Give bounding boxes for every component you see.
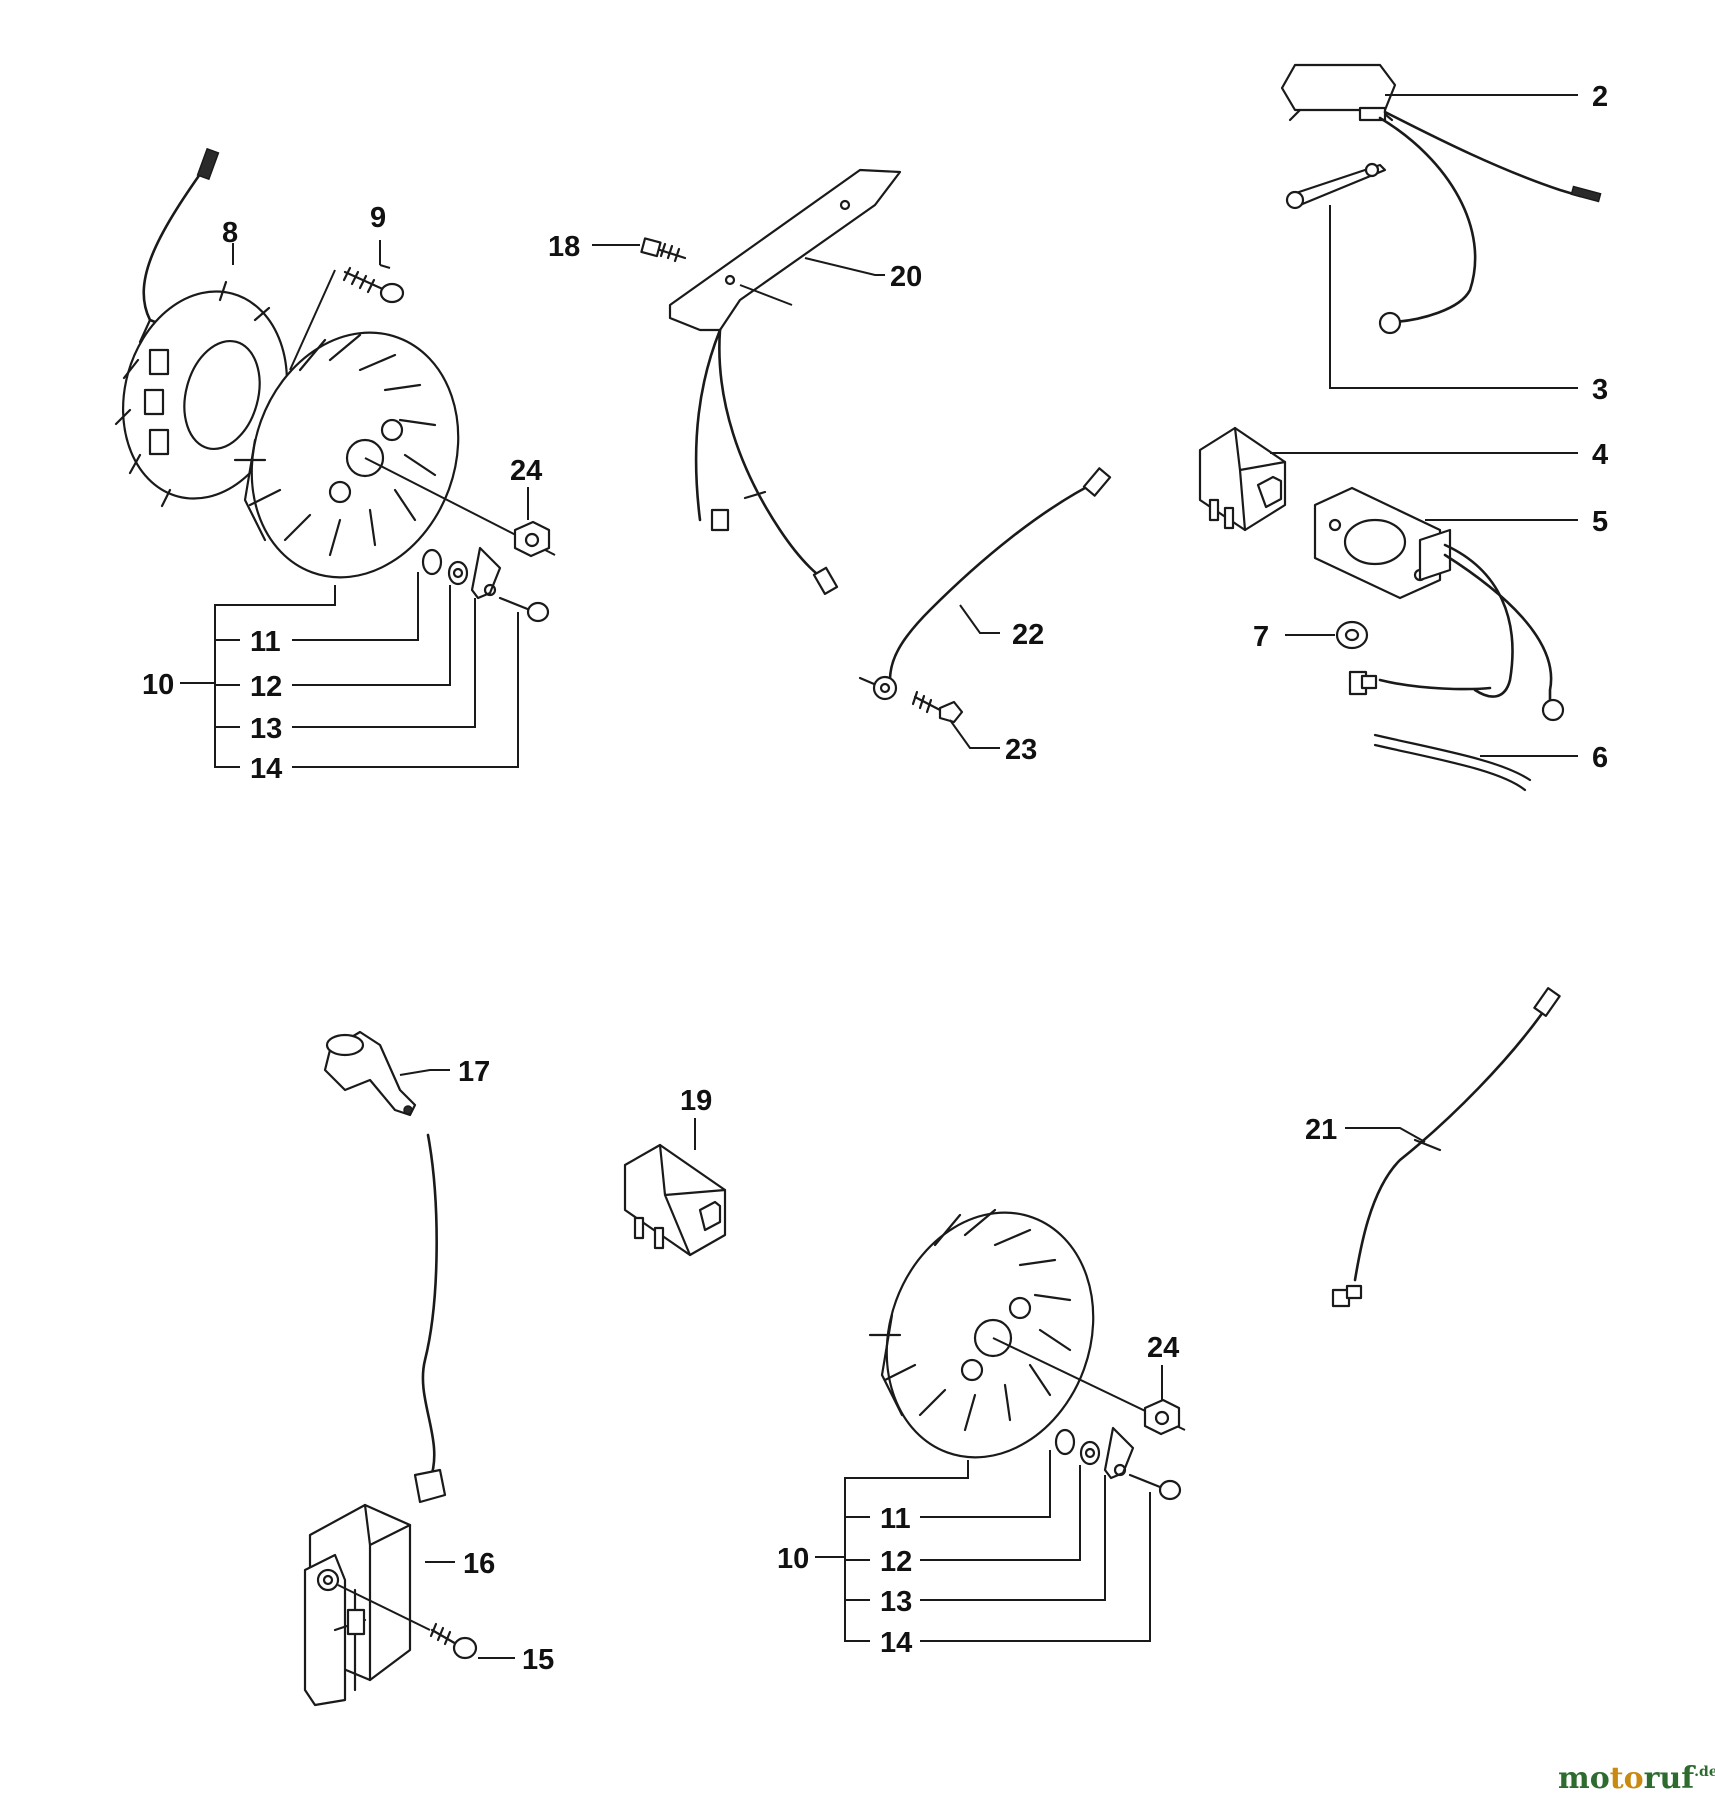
- label-part-2: 2: [1592, 81, 1608, 113]
- tube-part-6: [1373, 733, 1532, 792]
- label-part-23: 23: [1005, 734, 1037, 766]
- leaders-part-18-20: [592, 244, 885, 306]
- label-part-9: 9: [370, 202, 386, 234]
- label-part-8: 8: [222, 217, 238, 249]
- label-part-14-top: 14: [250, 753, 282, 785]
- label-part-20: 20: [890, 261, 922, 293]
- label-part-7: 7: [1253, 621, 1269, 653]
- label-part-17: 17: [458, 1056, 490, 1088]
- leaders-parts-2-3: [1329, 94, 1578, 389]
- label-part-5: 5: [1592, 506, 1608, 538]
- cable-part-22: [858, 467, 1112, 701]
- label-part-18: 18: [548, 231, 580, 263]
- label-part-22: 22: [1012, 619, 1044, 651]
- label-part-24-top: 24: [510, 455, 542, 487]
- label-part-14-bottom: 14: [880, 1627, 912, 1659]
- watermark-to: to: [1610, 1761, 1644, 1796]
- label-part-12-top: 12: [250, 671, 282, 703]
- screw-part-23: [911, 690, 964, 724]
- leaders-part-17: [399, 1069, 450, 1076]
- module-part-2: [1280, 63, 1602, 335]
- flywheel-part-10-top: [233, 331, 556, 579]
- screw-part-18: [640, 237, 687, 263]
- grommet-part-7: [1335, 620, 1369, 650]
- cable-part-21: [1331, 987, 1561, 1308]
- bracket-part-3: [1285, 162, 1387, 210]
- label-part-6: 6: [1592, 742, 1608, 774]
- watermark-logo: motoruf.de: [1558, 1761, 1715, 1796]
- label-part-16: 16: [463, 1548, 495, 1580]
- nut-part-24-top: [513, 520, 551, 558]
- watermark-tld: .de: [1694, 1764, 1715, 1780]
- label-part-19: 19: [680, 1085, 712, 1117]
- switch-part-19: [623, 1143, 727, 1257]
- leaders-part-21: [1345, 1127, 1426, 1143]
- label-part-24-bottom: 24: [1147, 1332, 1179, 1364]
- label-part-13-bottom: 13: [880, 1586, 912, 1618]
- watermark-mo: mo: [1558, 1761, 1610, 1796]
- label-part-11-bottom: 11: [880, 1503, 911, 1535]
- screw-part-15: [337, 1584, 478, 1660]
- stator-ring-part-8: [114, 147, 289, 508]
- label-part-11-top: 11: [250, 626, 281, 658]
- label-part-10-bottom: 10: [777, 1543, 809, 1575]
- spark-plug-cap-part-17: [323, 1030, 417, 1117]
- hardware-parts-11-14-bottom: [1054, 1426, 1182, 1501]
- switch-part-4: [1198, 426, 1287, 532]
- bracket-part-20: [668, 168, 902, 595]
- leaders-top-left: [180, 240, 529, 768]
- sensor-part-5: [1313, 486, 1565, 722]
- label-part-4: 4: [1592, 439, 1608, 471]
- label-part-3: 3: [1592, 374, 1608, 406]
- flywheel-part-10-bottom: [868, 1208, 1186, 1459]
- label-part-21: 21: [1305, 1114, 1337, 1146]
- watermark-ruf: ruf: [1644, 1761, 1697, 1796]
- svg-text:motoruf.de: motoruf.de: [1558, 1761, 1715, 1796]
- nut-part-24-bottom: [1143, 1398, 1181, 1436]
- part-labels: 2 3 4 5 6 7 8 9 10 11 12 13 14 18 20 22 …: [142, 81, 1608, 1676]
- label-part-10-top: 10: [142, 669, 174, 701]
- leaders-part-22-23: [949, 604, 1000, 749]
- label-part-15: 15: [522, 1644, 554, 1676]
- ignition-coil-part-16: [303, 1133, 447, 1707]
- label-part-12-bottom: 12: [880, 1546, 912, 1578]
- hardware-parts-11-14-top: [421, 546, 550, 623]
- screw-part-9: [342, 266, 405, 304]
- leaders-bottom: [815, 1365, 1163, 1642]
- label-part-13-top: 13: [250, 713, 282, 745]
